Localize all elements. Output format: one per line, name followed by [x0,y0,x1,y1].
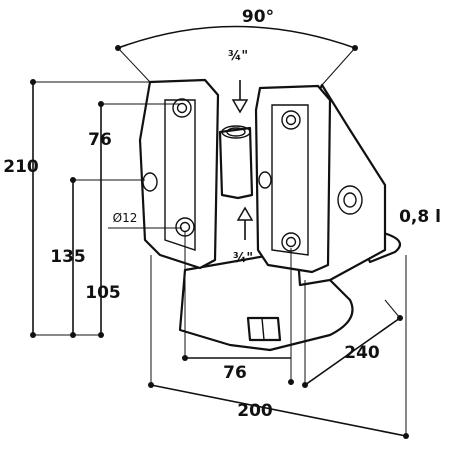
angle-label: 90° [242,7,274,27]
inlet-arrow-bottom [236,206,254,240]
dim-105-label: 105 [85,283,121,303]
fitting-body [138,78,402,352]
dim-200-label: 200 [237,401,273,421]
dimension-200 [148,255,409,439]
capacity-label: 0,8 l [399,207,441,227]
angle-indicator [115,25,358,86]
dimension-76-horizontal [182,232,294,385]
port-size-top: ¾" [228,49,248,64]
dimension-210 [30,79,150,338]
dim-210-label: 210 [3,157,39,177]
dim-240-label: 240 [344,343,380,363]
dimension-240 [302,280,403,388]
hole-diameter-label: Ø12 [113,211,138,225]
dim-76-left-label: 76 [88,130,112,150]
dim-76-bottom-label: 76 [223,363,247,383]
dim-135-label: 135 [50,247,86,267]
inlet-arrow-top [231,80,249,114]
dimension-135 [70,177,145,338]
port-size-bottom: ¾" [233,251,253,266]
